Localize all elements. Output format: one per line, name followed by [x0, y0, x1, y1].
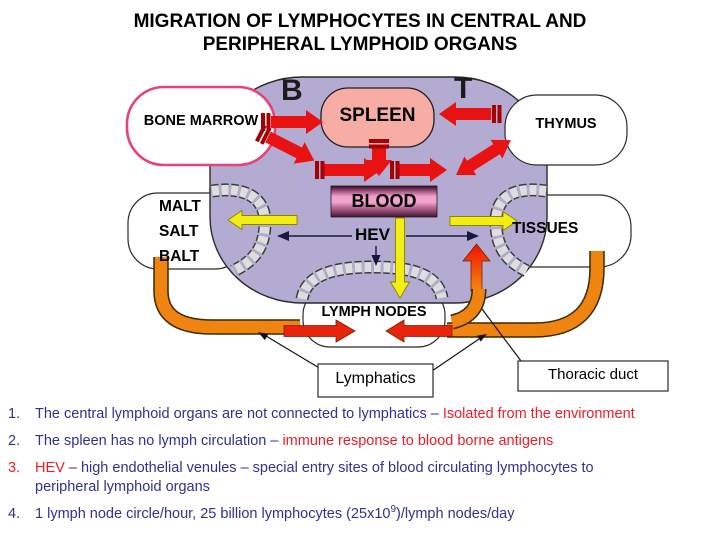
hev-pointer-arrows [277, 231, 479, 266]
lymphatic-vessel-left [153, 257, 300, 335]
note-3-main-line2: peripheral lymphoid organs [35, 479, 210, 495]
note-4-superscript: 9 [390, 504, 397, 516]
thoracic-duct-to-blood-arrow [462, 243, 491, 292]
note-3-number: 3. [8, 460, 21, 476]
yellow-arrow-to-malt [227, 209, 298, 231]
thoracic-duct-label: Thoracic duct [547, 366, 639, 383]
thymus-label: THYMUS [535, 116, 597, 132]
malt-line: MALT [159, 198, 201, 215]
balt-line: BALT [159, 248, 200, 265]
yellow-arrow-to-lymph-nodes [389, 217, 411, 299]
t-cell-label: T [454, 72, 473, 105]
blood-bar [330, 185, 438, 218]
b-cell-label: B [281, 74, 303, 107]
lymph-nodes-label: LYMPH NODES [321, 304, 427, 320]
tissues-label: TISSUES [512, 220, 579, 237]
lymphatics-callout-box [317, 363, 434, 398]
thoracic-duct-callout-box [517, 360, 669, 392]
lymphatics-label: Lymphatics [335, 370, 416, 387]
note-4-pre: 1 lymph node circle/hour, 25 billion lym… [35, 506, 391, 522]
note-3-main-line1: – high endothelial venules – special ent… [64, 460, 594, 476]
note-1-accent: Isolated from the environment [442, 406, 635, 422]
note-1-text: The central lymphoid organs are not conn… [35, 405, 635, 424]
note-2-main: The spleen has no lymph circulation – [35, 433, 283, 449]
hev-brick-arch-bottom [295, 260, 449, 301]
malt-salt-balt-label: MALT SALT BALT [159, 194, 201, 269]
note-3-text: HEV – high endothelial venules – special… [35, 459, 594, 497]
red-migration-arrows [255, 102, 511, 182]
note-2-text: The spleen has no lymph circulation – im… [35, 432, 553, 451]
salt-line: SALT [159, 223, 199, 240]
note-1-number: 1. [8, 406, 21, 422]
note-4: 4. 1 lymph node circle/hour, 25 billion … [8, 505, 714, 524]
hev-label: HEV [355, 225, 390, 244]
thymus-box [504, 94, 628, 166]
bone-marrow-label: BONE MARROW [143, 113, 259, 129]
note-3: 3. HEV – high endothelial venules – spec… [8, 459, 714, 497]
lymphatic-vessel-right-thoracic [447, 251, 605, 338]
title-line-2: PERIPHERAL LYMPHOID ORGANS [202, 34, 518, 55]
page-title: MIGRATION OF LYMPHOCYTES IN CENTRAL AND … [0, 10, 720, 56]
lymphatic-inflow-arrow-right [385, 319, 453, 343]
note-1-main: The central lymphoid organs are not conn… [35, 406, 443, 422]
note-4-text: 1 lymph node circle/hour, 25 billion lym… [35, 505, 515, 524]
lymph-node-exit-arc [449, 288, 487, 330]
notes-list: 1. The central lymphoid organs are not c… [8, 405, 714, 532]
note-1: 1. The central lymphoid organs are not c… [8, 405, 714, 424]
note-2: 2. The spleen has no lymph circulation –… [8, 432, 714, 451]
yellow-hev-arrows [227, 209, 518, 299]
note-2-accent: immune response to blood borne antigens [282, 433, 554, 449]
lymphatics-leader-lines [258, 332, 487, 372]
title-line-1: MIGRATION OF LYMPHOCYTES IN CENTRAL AND [133, 11, 587, 32]
note-2-number: 2. [8, 433, 21, 449]
note-3-accent: HEV [35, 460, 65, 476]
note-4-post: )/lymph nodes/day [396, 506, 515, 522]
note-4-number: 4. [8, 506, 21, 522]
blood-label: BLOOD [351, 191, 417, 211]
lymphatic-inflow-arrow-left [283, 319, 356, 343]
yellow-arrow-to-tissues [449, 210, 518, 232]
spleen-label: SPLEEN [339, 105, 416, 126]
